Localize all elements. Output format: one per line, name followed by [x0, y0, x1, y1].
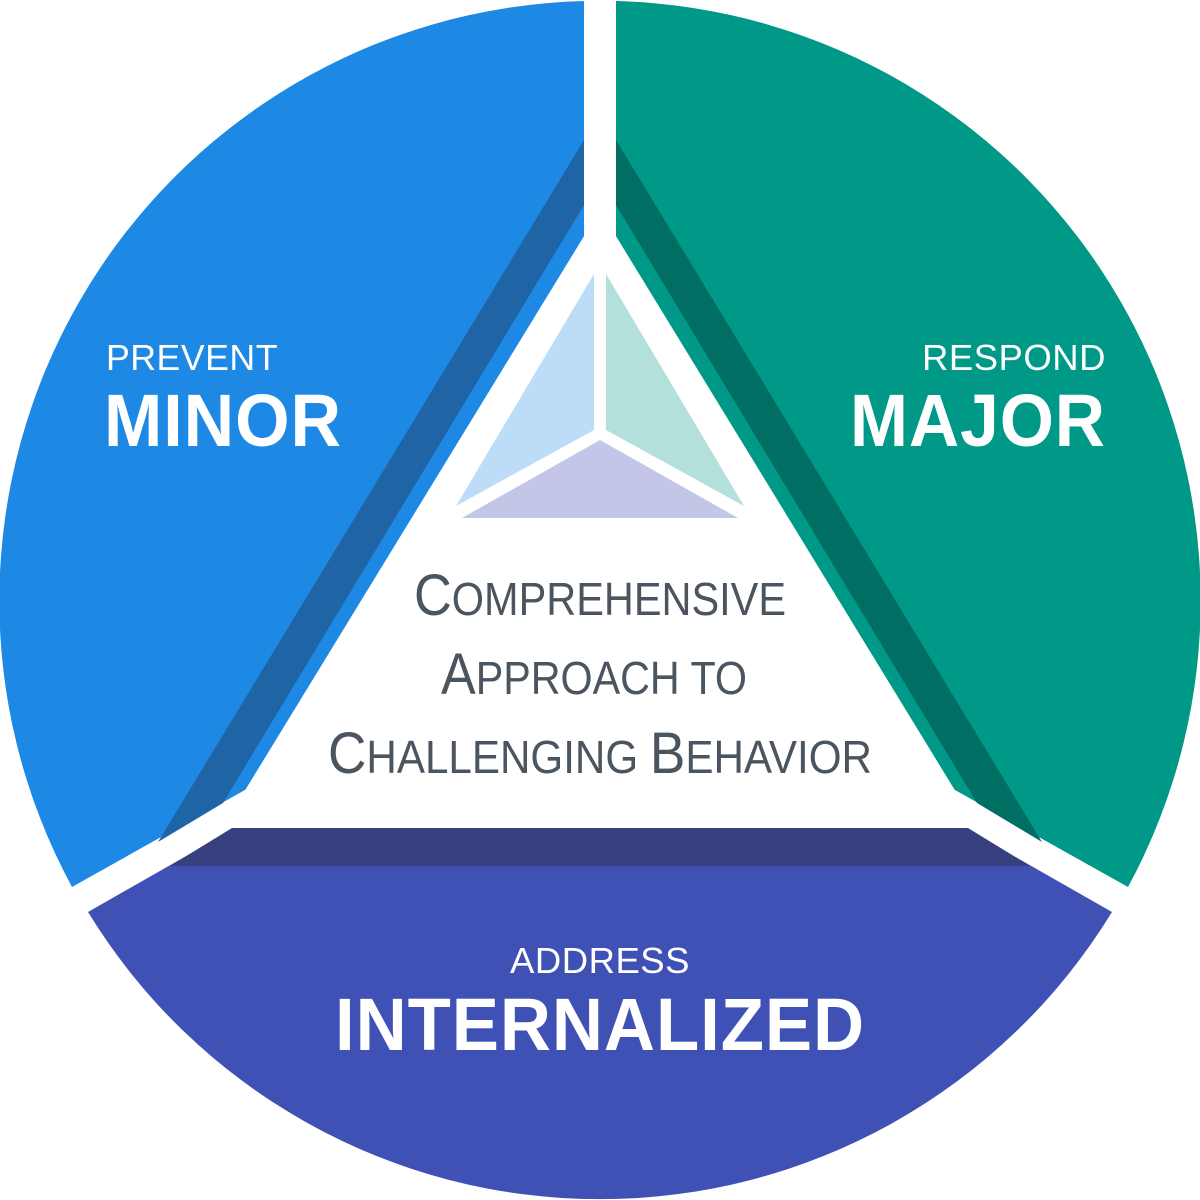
tri-facet-pyramid-icon [456, 274, 744, 518]
internalized-label: INTERNALIZED [335, 983, 865, 1066]
address-inner-shadow [170, 828, 1030, 866]
minor-label: MINOR [104, 379, 342, 462]
pyramid-facet-left [456, 274, 594, 506]
pyramid-facet-right [606, 274, 744, 506]
respond-label: RESPOND [922, 337, 1106, 378]
major-label: MAJOR [850, 379, 1106, 462]
prevent-label: PREVENT [106, 337, 278, 378]
center-title-line-1: COMPREHENSIVE [414, 563, 786, 628]
center-triangle [222, 210, 978, 828]
address-label: ADDRESS [510, 940, 690, 981]
center-title-line-3: CHALLENGING BEHAVIOR [328, 721, 872, 786]
center-title-line-2: APPROACH TO [441, 642, 747, 707]
prevent-inner-shadow [158, 140, 584, 842]
pyramid-facet-bottom [462, 440, 738, 518]
respond-inner-shadow [616, 140, 1042, 842]
address-sector [88, 620, 1112, 1200]
segment-address[interactable] [88, 620, 1112, 1200]
